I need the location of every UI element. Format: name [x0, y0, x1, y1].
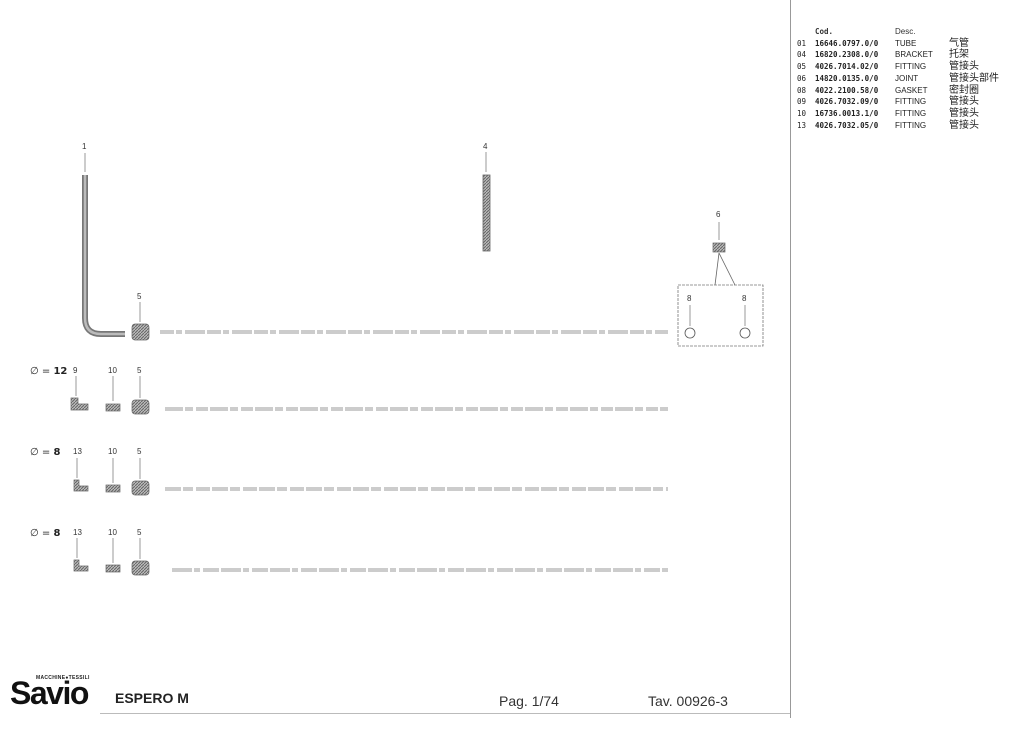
fitting-row-4: [73, 538, 668, 576]
callout-9: 9: [73, 366, 78, 375]
fitting-row-2: [70, 376, 668, 415]
table-row: 08 4022.2100.58/0 GASKET 密封圈: [797, 85, 999, 97]
page-number: Pag. 1/74: [499, 693, 559, 709]
row-desc-cn: 管接头: [949, 96, 979, 108]
row-code: 4022.2100.58/0: [815, 85, 879, 95]
callout-13: 13: [73, 447, 82, 456]
row-desc-cn: 管接头: [949, 61, 979, 73]
row-desc: FITTING: [895, 120, 927, 130]
row-number: 04: [797, 50, 807, 60]
callout-13: 13: [73, 528, 82, 537]
row-desc-cn: 密封圈: [949, 84, 979, 96]
row-code: 4026.7032.05/0: [815, 120, 879, 130]
table-row: 09 4026.7032.09/0 FITTING 管接头: [797, 96, 999, 108]
fitting-row-3: [73, 458, 668, 496]
drawing-number: Tav. 00926-3: [648, 693, 728, 709]
callout-10: 10: [108, 447, 117, 456]
table-row: 05 4026.7014.02/0 FITTING 管接头: [797, 61, 999, 73]
diameter-symbol: ∅ =: [30, 528, 51, 539]
callout-10: 10: [108, 528, 117, 537]
row-desc: BRACKET: [895, 50, 933, 60]
row-code: 14820.0135.0/0: [815, 73, 879, 83]
diameter-symbol: ∅ =: [30, 366, 51, 377]
table-row: 06 14820.0135.0/0 JOINT 管接头部件: [797, 73, 999, 85]
row-number: 01: [797, 38, 807, 48]
callout-1: 1: [82, 142, 87, 151]
row-desc-cn: 气管: [949, 37, 969, 49]
row-code: 16646.0797.0/0: [815, 38, 879, 48]
diameter-symbol: ∅ =: [30, 447, 51, 458]
row-desc-cn: 管接头: [949, 107, 979, 119]
tube-part-1: [82, 153, 125, 337]
row-desc-cn: 托架: [949, 49, 969, 61]
row-code: 16820.2308.0/0: [815, 50, 879, 60]
callout-5: 5: [137, 292, 142, 301]
parts-drawing: [70, 152, 764, 576]
panel-divider: [790, 0, 791, 718]
row-number: 09: [797, 97, 807, 107]
diameter-value: 12: [53, 366, 68, 377]
callout-4: 4: [483, 142, 488, 151]
row-number: 06: [797, 73, 807, 83]
header-desc: Desc.: [895, 27, 916, 36]
row-code: 16736.0013.1/0: [815, 108, 879, 118]
table-row: 13 4026.7032.05/0 FITTING 管接头: [797, 120, 999, 132]
row-code: 4026.7032.09/0: [815, 97, 879, 107]
callout-8: 8: [742, 294, 747, 303]
header-code: Cod.: [815, 27, 834, 36]
row-code: 4026.7014.02/0: [815, 62, 879, 72]
row-desc-cn: 管接头: [949, 119, 979, 131]
machine-model: ESPERO M: [115, 690, 189, 706]
row-number: 05: [797, 62, 807, 72]
table-row: 01 16646.0797.0/0 TUBE 气管: [797, 38, 999, 50]
joint-part-6: [677, 222, 764, 347]
callout-5: 5: [137, 528, 142, 537]
callout-10: 10: [108, 366, 117, 375]
row-desc: GASKET: [895, 85, 928, 95]
row-desc: FITTING: [895, 108, 927, 118]
parts-table: Cod. Desc. 01 16646.0797.0/0 TUBE 气管 04 16820…: [797, 27, 999, 131]
bracket-part-4: [482, 152, 491, 252]
callout-5: 5: [137, 366, 142, 375]
parts-table-header: Cod. Desc.: [797, 27, 999, 38]
row-desc: TUBE: [895, 38, 917, 48]
row-number: 10: [797, 108, 807, 118]
callout-5: 5: [137, 447, 142, 456]
diameter-value: 8: [53, 447, 61, 458]
logo-wordmark: Savio: [10, 675, 89, 711]
table-row: 04 16820.2308.0/0 BRACKET 托架: [797, 49, 999, 61]
footer-divider: [100, 713, 790, 714]
callout-6: 6: [716, 210, 721, 219]
diameter-label-8: ∅ = 8: [30, 528, 60, 539]
logo-subtitle: MACCHINE●TESSILI: [36, 675, 90, 681]
row-desc: JOINT: [895, 73, 919, 83]
table-row: 10 16736.0013.1/0 FITTING 管接头: [797, 108, 999, 120]
row-number: 13: [797, 120, 807, 130]
diameter-label-12: ∅ = 12: [30, 366, 67, 377]
fitting-row-1: [131, 302, 668, 341]
row-desc: FITTING: [895, 62, 927, 72]
diameter-label-8: ∅ = 8: [30, 447, 60, 458]
row-desc-cn: 管接头部件: [949, 72, 999, 84]
row-number: 08: [797, 85, 807, 95]
row-desc: FITTING: [895, 97, 927, 107]
callout-8: 8: [687, 294, 692, 303]
diameter-value: 8: [53, 528, 61, 539]
